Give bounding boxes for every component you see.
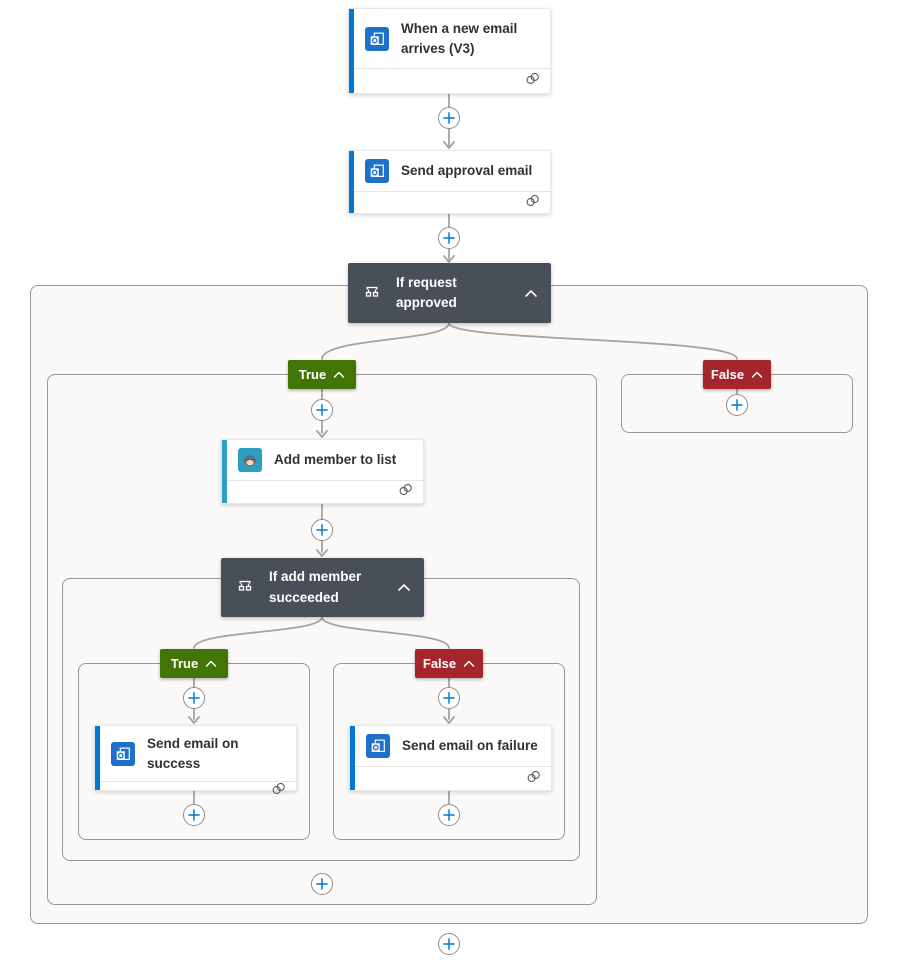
outlook-icon <box>111 741 135 766</box>
card-title: When a new email arrives (V3) <box>401 20 518 56</box>
insert-step-button[interactable] <box>438 227 460 249</box>
card-title: Send email on failure <box>402 738 538 754</box>
condition-title: If add member succeeded <box>269 569 362 605</box>
badge-label: True <box>170 656 199 671</box>
chevron-up-icon[interactable] <box>394 578 414 598</box>
insert-step-button[interactable] <box>438 933 460 955</box>
outlook-icon <box>366 734 390 758</box>
card-title: Send email on success <box>147 736 239 771</box>
action-card-add-member-to-list[interactable]: Add member to list <box>221 439 424 504</box>
card-title: Send approval email <box>401 163 533 179</box>
accent-bar <box>349 151 354 213</box>
insert-step-button[interactable] <box>438 687 460 709</box>
accent-bar <box>349 9 354 93</box>
action-card-send-email-on-success[interactable]: Send email on success <box>94 725 297 795</box>
condition-title: If request approved <box>396 274 457 310</box>
accent-bar <box>222 440 227 503</box>
insert-step-button[interactable] <box>311 519 333 541</box>
insert-step-button[interactable] <box>726 394 748 416</box>
card-title: Add member to list <box>274 452 397 468</box>
mailchimp-icon <box>238 448 262 472</box>
link-icon <box>526 770 541 788</box>
accent-bar <box>95 726 100 790</box>
trigger-card-when-new-email-arrives[interactable]: When a new email arrives (V3) <box>348 8 551 94</box>
action-card-send-email-on-failure[interactable]: Send email on failure <box>349 725 552 791</box>
insert-step-button[interactable] <box>438 107 460 129</box>
condition-card-if-request-approved[interactable]: If request approved <box>348 263 551 323</box>
true-branch-badge[interactable]: True <box>288 360 356 389</box>
true-branch-badge-inner[interactable]: True <box>160 649 228 678</box>
accent-bar <box>350 726 355 790</box>
badge-label: False <box>710 367 745 382</box>
link-icon <box>398 483 413 501</box>
chevron-up-icon[interactable] <box>521 283 541 303</box>
outlook-icon <box>365 26 389 51</box>
false-branch-badge[interactable]: False <box>703 360 771 389</box>
outlook-icon <box>365 159 389 183</box>
condition-icon <box>235 575 255 600</box>
badge-label: False <box>422 656 457 671</box>
chevron-up-icon[interactable] <box>205 655 217 673</box>
action-card-send-approval-email[interactable]: Send approval email <box>348 150 551 214</box>
insert-step-button[interactable] <box>311 399 333 421</box>
condition-icon <box>362 281 382 306</box>
insert-step-button[interactable] <box>311 873 333 895</box>
false-branch-badge-inner[interactable]: False <box>415 649 483 678</box>
condition-card-if-add-member-succeeded[interactable]: If add member succeeded <box>221 558 424 617</box>
insert-step-button[interactable] <box>183 687 205 709</box>
link-icon <box>525 194 540 212</box>
chevron-up-icon[interactable] <box>463 655 475 673</box>
link-icon <box>271 782 286 800</box>
link-icon <box>525 72 540 90</box>
chevron-up-icon[interactable] <box>751 366 763 384</box>
insert-step-button[interactable] <box>183 804 205 826</box>
badge-label: True <box>298 367 327 382</box>
chevron-up-icon[interactable] <box>333 366 345 384</box>
insert-step-button[interactable] <box>438 804 460 826</box>
